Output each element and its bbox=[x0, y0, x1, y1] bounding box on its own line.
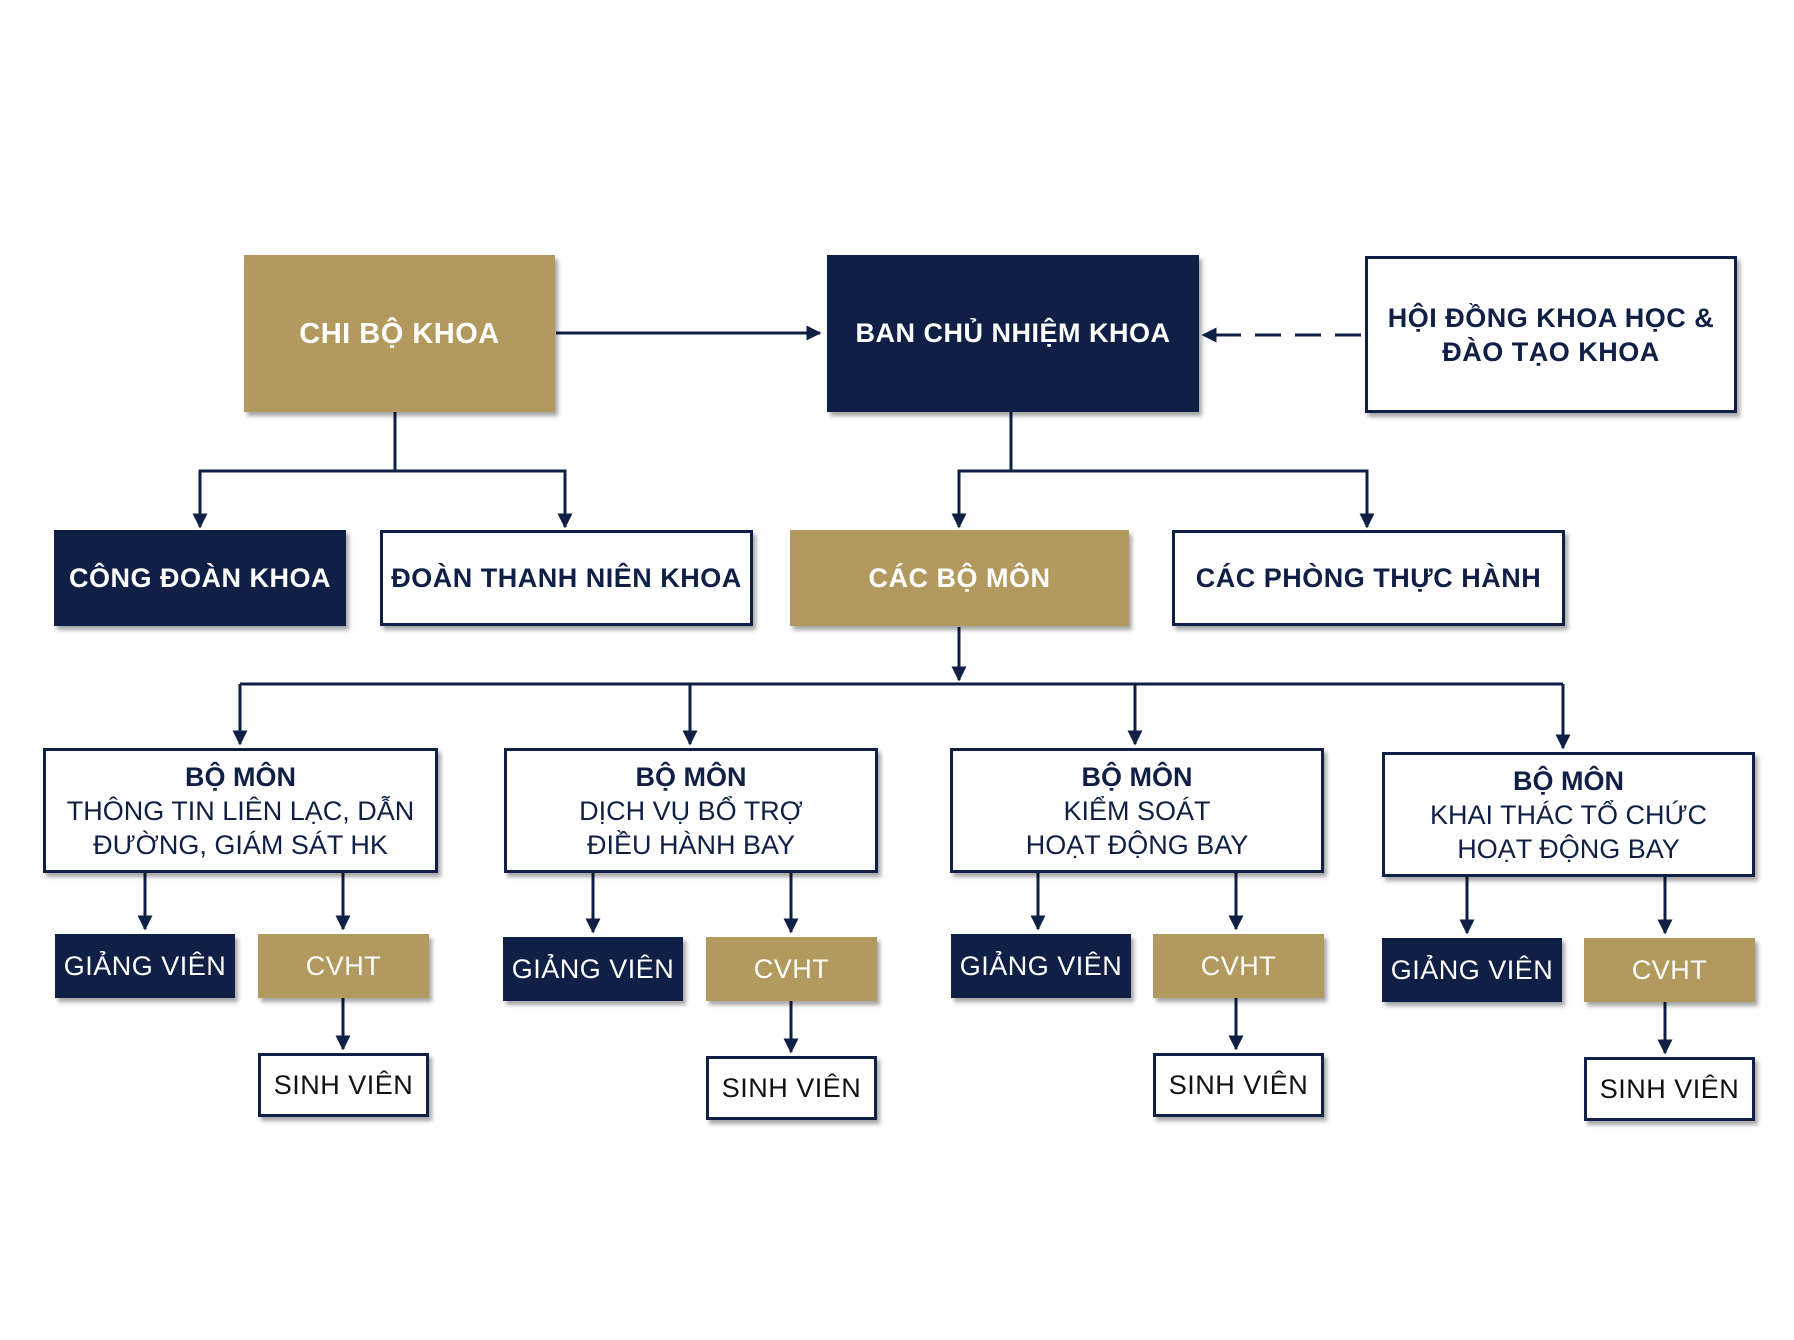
cac-bo-mon-box: CÁC BỘ MÔN bbox=[790, 530, 1129, 626]
department-box: BỘ MÔN KHAI THÁC TỔ CHỨC HOẠT ĐỘNG BAY bbox=[1382, 752, 1755, 877]
sinh-vien-box: SINH VIÊN bbox=[1584, 1057, 1755, 1121]
department-name-line1: KHAI THÁC TỔ CHỨC bbox=[1429, 799, 1708, 830]
giang-vien-label: GIẢNG VIÊN bbox=[1390, 954, 1554, 985]
hoi-dong-label-line1: HỘI ĐỒNG KHOA HỌC & bbox=[1387, 302, 1715, 333]
chi-bo-khoa-box: CHI BỘ KHOA bbox=[244, 255, 555, 412]
cong-doan-khoa-label: CÔNG ĐOÀN KHOA bbox=[69, 562, 331, 593]
department-heading: BỘ MÔN bbox=[1513, 765, 1624, 796]
link-bcn-phong bbox=[1011, 469, 1375, 529]
cvht-box: CVHT bbox=[258, 934, 429, 998]
ban-chu-nhiem-khoa-label: BAN CHỦ NHIỆM KHOA bbox=[855, 318, 1171, 348]
link-chibo-tree bbox=[192, 412, 397, 529]
department-name-line1: KIỂM SOÁT bbox=[1063, 795, 1211, 826]
giang-vien-box: GIẢNG VIÊN bbox=[55, 934, 235, 998]
cac-bo-mon-label: CÁC BỘ MÔN bbox=[868, 562, 1051, 593]
department-name-line2: HOẠT ĐỘNG BAY bbox=[1025, 829, 1249, 860]
sinh-vien-box: SINH VIÊN bbox=[258, 1053, 429, 1117]
giang-vien-label: GIẢNG VIÊN bbox=[959, 950, 1123, 981]
link-bcn-tree bbox=[951, 412, 1013, 529]
doan-thanh-nien-khoa-box: ĐOÀN THANH NIÊN KHOA bbox=[380, 530, 753, 626]
giang-vien-box: GIẢNG VIÊN bbox=[1382, 938, 1562, 1002]
sinh-vien-label: SINH VIÊN bbox=[273, 1069, 414, 1100]
department-box: BỘ MÔN KIỂM SOÁT HOẠT ĐỘNG BAY bbox=[950, 748, 1324, 873]
sinh-vien-box: SINH VIÊN bbox=[1153, 1053, 1324, 1117]
department-name-line2: HOẠT ĐỘNG BAY bbox=[1457, 833, 1680, 864]
department-box: BỘ MÔN DỊCH VỤ BỔ TRỢ ĐIỀU HÀNH BAY bbox=[504, 748, 878, 873]
department-heading: BỘ MÔN bbox=[1081, 761, 1193, 792]
doan-thanh-nien-khoa-label: ĐOÀN THANH NIÊN KHOA bbox=[391, 562, 742, 593]
giang-vien-box: GIẢNG VIÊN bbox=[503, 937, 683, 1001]
giang-vien-label: GIẢNG VIÊN bbox=[511, 953, 675, 984]
cvht-label: CVHT bbox=[1200, 950, 1277, 981]
department-name-line1: DỊCH VỤ BỔ TRỢ bbox=[579, 795, 803, 826]
cvht-box: CVHT bbox=[706, 937, 877, 1001]
cvht-label: CVHT bbox=[305, 950, 382, 981]
chi-bo-khoa-label: CHI BỘ KHOA bbox=[299, 317, 500, 350]
department-heading: BỘ MÔN bbox=[635, 761, 747, 792]
giang-vien-box: GIẢNG VIÊN bbox=[951, 934, 1131, 998]
sinh-vien-label: SINH VIÊN bbox=[1168, 1069, 1309, 1100]
sinh-vien-label: SINH VIÊN bbox=[721, 1072, 862, 1103]
cong-doan-khoa-box: CÔNG ĐOÀN KHOA bbox=[54, 530, 346, 626]
cvht-label: CVHT bbox=[1631, 954, 1708, 985]
giang-vien-label: GIẢNG VIÊN bbox=[63, 950, 227, 981]
link-chibo-doan bbox=[395, 469, 573, 529]
hoi-dong-khoa-hoc-box: HỘI ĐỒNG KHOA HỌC & ĐÀO TẠO KHOA bbox=[1365, 256, 1737, 413]
department-name-line2: ĐIỀU HÀNH BAY bbox=[586, 829, 796, 860]
department-box: BỘ MÔN THÔNG TIN LIÊN LẠC, DẪN ĐƯỜNG, GI… bbox=[43, 748, 438, 873]
cvht-box: CVHT bbox=[1153, 934, 1324, 998]
cac-phong-thuc-hanh-label: CÁC PHÒNG THỰC HÀNH bbox=[1195, 562, 1542, 593]
cvht-label: CVHT bbox=[753, 953, 830, 984]
cvht-box: CVHT bbox=[1584, 938, 1755, 1002]
cac-phong-thuc-hanh-box: CÁC PHÒNG THỰC HÀNH bbox=[1172, 530, 1565, 626]
hoi-dong-label-line2: ĐÀO TẠO KHOA bbox=[1442, 336, 1660, 367]
department-name-line1: THÔNG TIN LIÊN LẠC, DẪN bbox=[66, 795, 415, 826]
sinh-vien-label: SINH VIÊN bbox=[1599, 1073, 1740, 1104]
department-heading: BỘ MÔN bbox=[185, 761, 296, 792]
ban-chu-nhiem-khoa-box: BAN CHỦ NHIỆM KHOA bbox=[827, 255, 1199, 412]
sinh-vien-box: SINH VIÊN bbox=[706, 1056, 877, 1120]
department-name-line2: ĐƯỜNG, GIÁM SÁT HK bbox=[93, 829, 388, 860]
